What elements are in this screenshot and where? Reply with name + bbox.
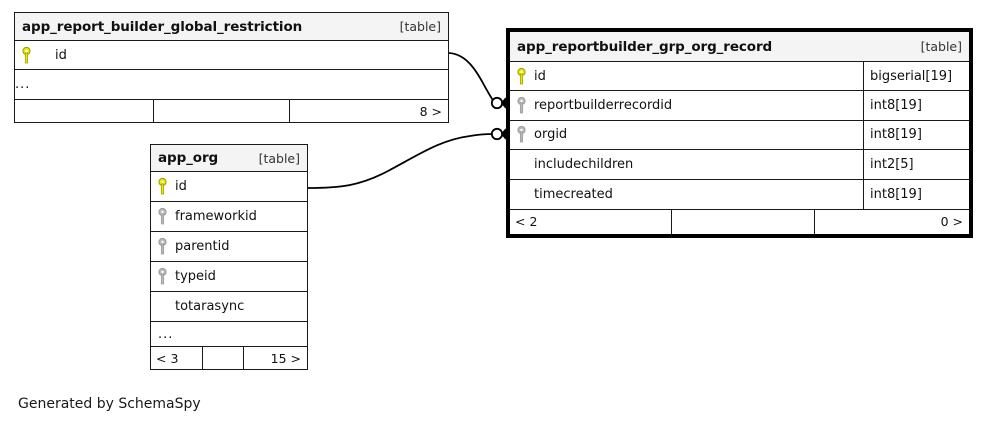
footer-left-count[interactable]: < 3	[156, 350, 179, 366]
table-header: app_org [table]	[151, 145, 307, 172]
column-name: id	[175, 179, 187, 194]
column-row[interactable]: id bigserial[19]	[510, 62, 969, 92]
column-row[interactable]: frameworkid	[151, 202, 307, 232]
footer-left-count[interactable]: < 2	[515, 214, 538, 230]
cardinality-zero-marker	[490, 96, 504, 110]
column-type: bigserial[19]	[863, 62, 969, 91]
column-row[interactable]: includechildren int2[5]	[510, 150, 969, 180]
no-key-spacer	[151, 292, 173, 321]
footer-right-count[interactable]: 15 >	[270, 350, 301, 366]
table-kind-label: [table]	[258, 150, 300, 166]
column-row[interactable]: reportbuilderrecordid int8[19]	[510, 91, 969, 121]
generated-by-note: Generated by SchemaSpy	[18, 396, 201, 412]
column-name: includechildren	[534, 156, 634, 172]
ellipsis-label: ...	[158, 326, 174, 342]
primary-key-icon	[151, 172, 173, 201]
column-row[interactable]: typeid	[151, 262, 307, 292]
table-app-report-builder-global-restriction[interactable]: app_report_builder_global_restriction [t…	[14, 12, 449, 123]
footer-right-count[interactable]: 0 >	[940, 214, 963, 230]
foreign-key-icon	[151, 232, 173, 261]
column-name: timecreated	[534, 186, 613, 202]
column-row[interactable]: id	[15, 41, 448, 70]
footer-left-count[interactable]	[15, 100, 153, 122]
ellipsis-label: ...	[15, 77, 31, 92]
relationship-org-to-record	[307, 127, 507, 189]
column-name: id	[534, 68, 546, 84]
column-row[interactable]: orgid int8[19]	[510, 120, 969, 151]
column-list: id frameworkid	[151, 172, 307, 346]
column-ellipsis-row[interactable]: ...	[15, 70, 448, 99]
no-key-spacer	[510, 180, 532, 209]
table-footer-nav: 8 >	[15, 99, 448, 122]
table-name: app_reportbuilder_grp_org_record	[517, 38, 773, 55]
column-list: id bigserial[19] reportbuilderrecordid i…	[510, 62, 969, 209]
table-app-org[interactable]: app_org [table] id	[150, 144, 308, 370]
column-name: reportbuilderrecordid	[534, 98, 673, 114]
column-name: typeid	[175, 269, 216, 284]
column-ellipsis-row[interactable]: ...	[151, 322, 307, 346]
column-row[interactable]: totarasync	[151, 292, 307, 322]
column-name: id	[55, 47, 67, 63]
column-name: totarasync	[175, 299, 245, 314]
table-name: app_org	[158, 150, 219, 166]
no-key-spacer	[510, 150, 532, 178]
cardinality-zero-marker	[490, 127, 504, 141]
table-name: app_report_builder_global_restriction	[22, 18, 303, 35]
footer-mid-cell[interactable]	[671, 209, 815, 234]
column-name: parentid	[175, 239, 230, 254]
primary-key-icon	[15, 41, 37, 69]
column-row[interactable]: id	[151, 172, 307, 202]
table-footer-nav: < 2 0 >	[510, 208, 969, 234]
footer-right-count[interactable]: 8 >	[419, 103, 442, 119]
primary-key-icon	[510, 62, 532, 90]
table-kind-label: [table]	[920, 39, 962, 54]
column-name: orgid	[534, 127, 568, 143]
foreign-key-icon	[510, 91, 532, 119]
column-name: frameworkid	[175, 209, 257, 224]
table-app-reportbuilder-grp-org-record[interactable]: app_reportbuilder_grp_org_record [table]…	[506, 28, 973, 238]
column-row[interactable]: timecreated int8[19]	[510, 179, 969, 209]
foreign-key-icon	[151, 262, 173, 291]
footer-mid-cell[interactable]	[202, 347, 244, 369]
column-type: int8[19]	[863, 91, 969, 120]
table-footer-nav: < 3 15 >	[151, 346, 307, 369]
column-type: int8[19]	[863, 120, 969, 150]
column-list: id ...	[15, 41, 448, 99]
column-row[interactable]: parentid	[151, 232, 307, 262]
footer-mid-cell[interactable]	[153, 100, 290, 122]
column-type: int8[19]	[863, 179, 969, 209]
column-type: int2[5]	[863, 150, 969, 179]
table-kind-label: [table]	[399, 19, 441, 34]
relationship-restriction-to-record	[448, 52, 507, 110]
table-header: app_report_builder_global_restriction [t…	[15, 13, 448, 41]
foreign-key-icon	[151, 202, 173, 231]
foreign-key-icon	[510, 121, 532, 149]
table-header: app_reportbuilder_grp_org_record [table]	[510, 32, 969, 62]
